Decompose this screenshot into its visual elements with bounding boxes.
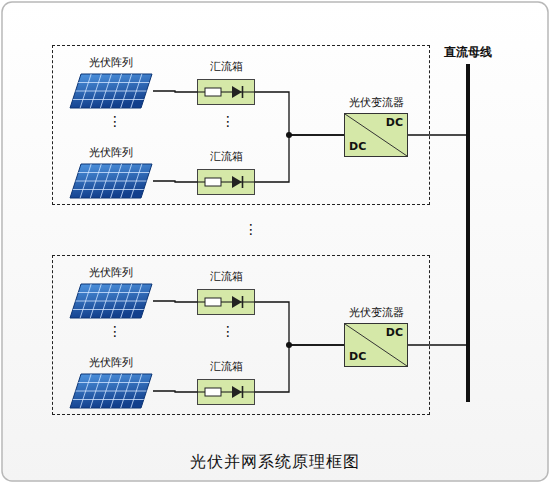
ellipsis-mark: ⋮ — [108, 324, 122, 338]
combiner-body — [197, 169, 255, 195]
converter-port-label: DC — [349, 141, 366, 153]
pv-array: 光伏阵列 — [69, 145, 153, 199]
resistor-diode-symbol — [197, 379, 255, 405]
node-label: 光伏阵列 — [89, 265, 133, 281]
node-label: 汇流箱 — [210, 269, 243, 285]
converter-box: 光伏变流器 DC DC — [344, 95, 408, 157]
combiner-body — [197, 79, 255, 105]
ellipsis-mark: ⋮ — [221, 324, 235, 338]
node-label: 光伏阵列 — [89, 355, 133, 371]
resistor-diode-symbol — [197, 289, 255, 315]
wire — [255, 92, 344, 135]
node-label: 光伏变流器 — [349, 305, 404, 321]
wire — [153, 391, 197, 392]
wire — [153, 301, 197, 302]
wire — [408, 134, 466, 135]
converter-port-label: DC — [386, 117, 403, 129]
dcdc-converter: DC DC — [344, 323, 408, 367]
combiner-body — [197, 379, 255, 405]
wire — [153, 181, 197, 182]
junction-dot — [286, 342, 292, 348]
pv-panel — [69, 283, 153, 319]
resistor-diode-symbol — [197, 169, 255, 195]
resistor-diode-symbol — [197, 79, 255, 105]
combiner-body — [197, 289, 255, 315]
ellipsis-mark: ⋮ — [244, 222, 258, 236]
dc-bus: 直流母线 — [444, 44, 492, 402]
combiner-box: 汇流箱 — [197, 59, 255, 105]
dcdc-converter: DC DC — [344, 113, 408, 157]
combiner-box: 汇流箱 — [197, 359, 255, 405]
converter-port-label: DC — [349, 351, 366, 363]
node-label: 汇流箱 — [210, 59, 243, 75]
node-label: 汇流箱 — [210, 149, 243, 165]
pv-panel — [69, 73, 153, 109]
wire — [153, 91, 197, 92]
pv-panel — [69, 163, 153, 199]
pv-panel-art — [69, 73, 153, 109]
node-label: 光伏变流器 — [349, 95, 404, 111]
pv-array: 光伏阵列 — [69, 355, 153, 409]
bus-bar — [466, 64, 470, 402]
ellipsis-mark: ⋮ — [108, 114, 122, 128]
wire — [255, 345, 344, 392]
pv-panel-art — [69, 283, 153, 319]
caption: 光伏并网系统原理框图 — [0, 452, 550, 472]
pv-array: 光伏阵列 — [69, 55, 153, 109]
junction-dot — [286, 132, 292, 138]
pv-panel-art — [69, 163, 153, 199]
node-label: 直流母线 — [444, 44, 492, 60]
pv-panel-art — [69, 373, 153, 409]
ellipsis-mark: ⋮ — [221, 114, 235, 128]
wire — [408, 344, 466, 345]
node-label: 光伏阵列 — [89, 55, 133, 71]
converter-box: 光伏变流器 DC DC — [344, 305, 408, 367]
node-label: 光伏阵列 — [89, 145, 133, 161]
combiner-box: 汇流箱 — [197, 269, 255, 315]
combiner-box: 汇流箱 — [197, 149, 255, 195]
pv-panel — [69, 373, 153, 409]
node-label: 汇流箱 — [210, 359, 243, 375]
wire — [255, 135, 344, 182]
converter-port-label: DC — [386, 327, 403, 339]
wire — [255, 302, 344, 345]
pv-array: 光伏阵列 — [69, 265, 153, 319]
